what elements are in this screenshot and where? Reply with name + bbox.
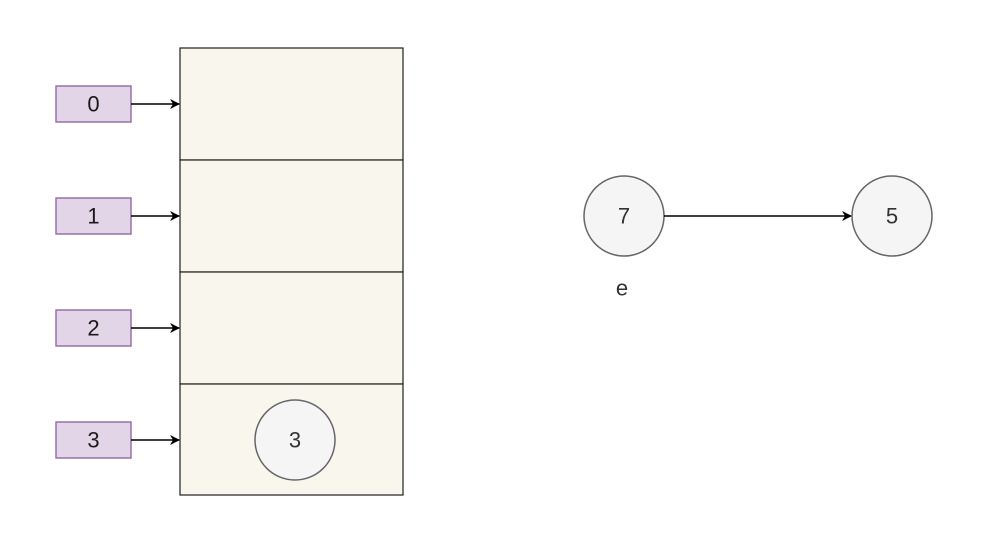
bucket-1 bbox=[179, 159, 404, 273]
index-box-3 bbox=[55, 421, 132, 459]
chain-head-caption: e bbox=[616, 276, 628, 301]
chain-head-value: 7 bbox=[618, 204, 630, 229]
index-box-2 bbox=[55, 309, 132, 347]
bucket-3-node-value: 3 bbox=[289, 428, 301, 453]
chain-group: 7 5 e bbox=[583, 175, 933, 301]
bucket-2 bbox=[179, 271, 404, 385]
index-box-0 bbox=[55, 85, 132, 123]
chain-tail-circle bbox=[851, 175, 933, 257]
index-0-group: 0 bbox=[55, 85, 180, 123]
index-3-group: 3 bbox=[55, 421, 180, 459]
index-label-0: 0 bbox=[87, 92, 99, 117]
index-label-1: 1 bbox=[87, 204, 99, 229]
index-label-2: 2 bbox=[87, 316, 99, 341]
bucket-0 bbox=[179, 47, 404, 161]
index-label-3: 3 bbox=[87, 428, 99, 453]
index-2-group: 2 bbox=[55, 309, 180, 347]
index-1-group: 1 bbox=[55, 197, 180, 235]
chain-tail-value: 5 bbox=[886, 204, 898, 229]
bucket-3-node-circle bbox=[254, 399, 336, 481]
bucket-array bbox=[179, 47, 404, 496]
bucket-3-node: 3 bbox=[254, 399, 336, 481]
